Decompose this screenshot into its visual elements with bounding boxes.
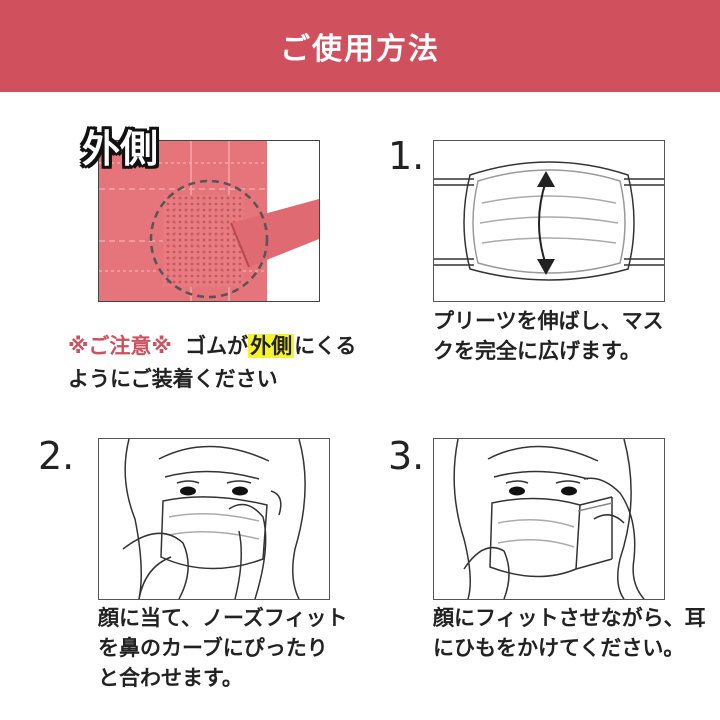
hook-ear-illustration xyxy=(453,439,645,599)
fit-nose-illustration xyxy=(122,439,306,599)
step-1-image xyxy=(433,140,665,302)
step-3-number: 3. xyxy=(388,434,425,478)
step-1-caption-line: クを完全に広げます。 xyxy=(433,339,641,363)
expanded-mask-illustration xyxy=(434,161,664,281)
step-3-caption-line: 顔にフィットさせながら、耳 xyxy=(433,606,706,630)
mask-closeup-image xyxy=(98,140,320,302)
caution-prefix: ※ご注意※ xyxy=(68,334,172,358)
step-2-caption-line: 顔に当て、ノーズフィット xyxy=(98,606,348,630)
step-3-caption: 顔にフィットさせながら、耳 にひもをかけてください。 xyxy=(433,603,706,663)
step-2-image xyxy=(98,438,330,600)
caution-text-b: にくる xyxy=(294,334,357,358)
mask-fabric-illustration xyxy=(99,141,319,301)
step-2-caption-line: を鼻のカーブにぴったり xyxy=(98,636,328,660)
step-1-caption: プリーツを伸ばし、マス クを完全に広げます。 xyxy=(433,306,664,366)
step-2-caption-line: と合わせます。 xyxy=(98,666,243,690)
page-title: ご使用方法 xyxy=(280,32,440,67)
step-2-caption: 顔に当て、ノーズフィット を鼻のカーブにぴったり と合わせます。 xyxy=(98,603,347,693)
step-1-number: 1. xyxy=(388,134,425,178)
outside-label: 外側 xyxy=(82,127,159,171)
caution-note-line2: ようにご装着ください xyxy=(68,367,278,391)
step-3-caption-line: にひもをかけてください。 xyxy=(433,636,685,660)
step-3-image xyxy=(433,438,665,600)
caution-note-line1: ※ご注意※ ゴムが外側にくる xyxy=(68,330,356,360)
step-2-number: 2. xyxy=(38,434,75,478)
caution-highlight: 外側 xyxy=(248,334,295,358)
header-banner: ご使用方法 xyxy=(0,0,720,92)
step-1-caption-line: プリーツを伸ばし、マス xyxy=(433,309,664,333)
caution-text-a: ゴムが xyxy=(185,334,249,358)
